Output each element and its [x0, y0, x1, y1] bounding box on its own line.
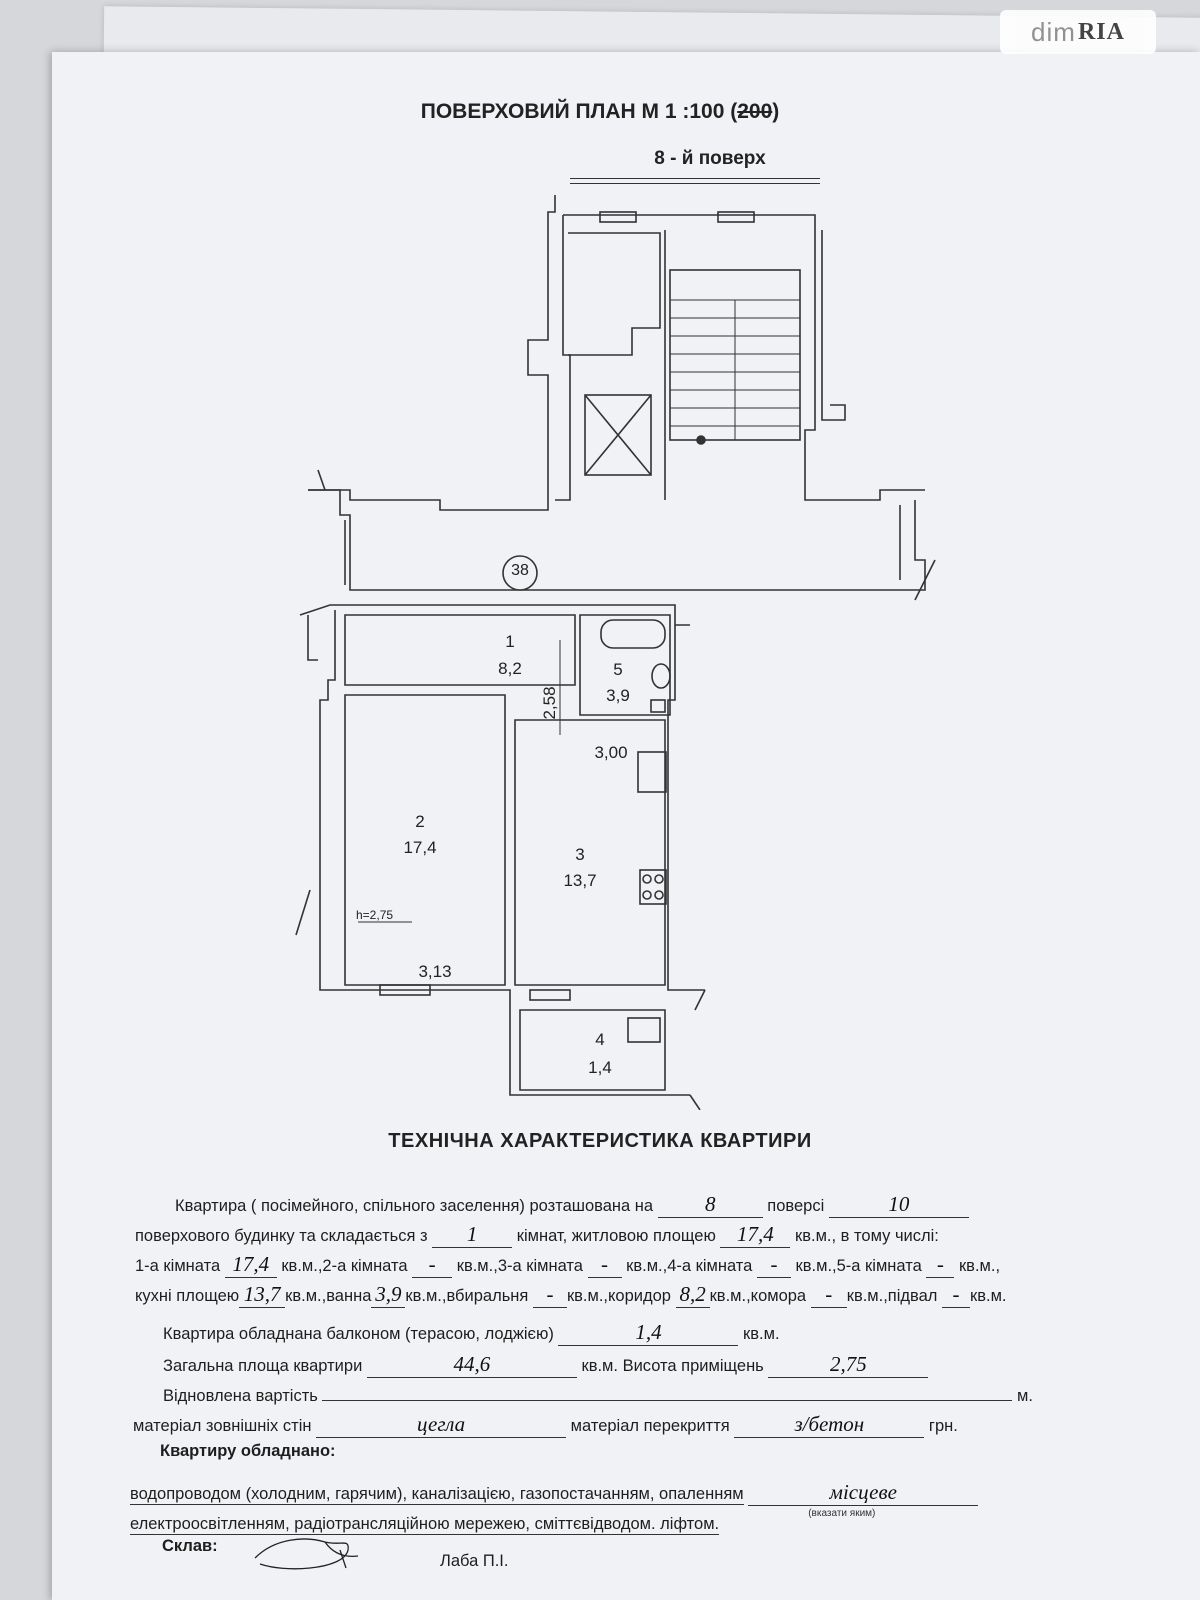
ceiling-height-value: 2,75: [768, 1352, 929, 1378]
room-1-area: 8,2: [498, 659, 522, 678]
wall-core-inner: [555, 215, 571, 501]
wall-core-top-right: [563, 214, 925, 501]
balcony-fixture: [627, 1017, 661, 1043]
signature: [254, 1538, 359, 1570]
window-core-1: [599, 211, 637, 223]
room-1-number: 1: [505, 632, 515, 651]
elevator-x2: [584, 394, 652, 476]
watermark-dim: dim: [1031, 16, 1076, 47]
window-core-2: [717, 211, 755, 223]
room-2-number: 2: [415, 812, 425, 831]
characteristics-title: ТЕХНІЧНА ХАРАКТЕРИСТИКА КВАРТИРИ: [388, 1130, 812, 1152]
room1-area-value: 17,4: [224, 1252, 277, 1278]
window-room-3: [529, 989, 571, 1001]
room-3-outline: [514, 719, 666, 986]
wall-cut-e: [694, 989, 706, 1011]
window-room-2: [379, 984, 431, 996]
section-marker-label: 38: [511, 562, 529, 579]
room-5-number: 5: [613, 660, 623, 679]
title-main: ПОВЕРХОВИЙ ПЛАН М 1 :100 (: [420, 100, 738, 123]
wall-apt-left-outer: [307, 615, 318, 661]
room-3-area: 13,7: [563, 871, 597, 890]
room-2-area: 17,4: [403, 838, 437, 857]
line-rooms: поверхового будинку та складається з 1 к…: [135, 1222, 939, 1248]
room-4-outline: [519, 1009, 666, 1091]
room-1-outline: [344, 614, 576, 686]
wall-cut-se: [689, 1094, 701, 1110]
washbasin: [651, 663, 671, 689]
corridor-area-value: 8,2: [675, 1282, 710, 1308]
bath-area-value: 3,9: [371, 1282, 406, 1308]
title-end: ): [772, 100, 780, 123]
rooms-count-value: 1: [432, 1222, 513, 1248]
stair-marker: [696, 435, 706, 445]
document-sheet: [52, 52, 1200, 1600]
author-name: Лаба П.І.: [440, 1552, 509, 1570]
compiled-by-label: Склав:: [162, 1537, 218, 1555]
line-total: Загальна площа квартири 44,6 кв.м. Висот…: [163, 1352, 929, 1378]
wall-apt-left-bottom: [319, 610, 690, 1096]
total-area-value: 44,6: [366, 1352, 577, 1378]
title-struck-scale: 200: [737, 100, 773, 123]
section-marker-circle: [502, 555, 538, 591]
walls-material-value: цегла: [316, 1412, 567, 1438]
heating-type-value: місцеве: [829, 1480, 897, 1504]
storeys-value: 10: [828, 1192, 969, 1218]
line-balcony: Квартира обладнана балконом (терасою, ло…: [163, 1320, 780, 1346]
wall-corridor-bottom: [308, 489, 926, 591]
site-watermark: dim RIA: [1000, 10, 1156, 54]
restored-value-blank: [322, 1382, 1013, 1401]
room-4-area: 1,4: [588, 1058, 612, 1077]
line-utilities: водопроводом (холодним, гарячим), каналі…: [130, 1480, 979, 1519]
room-height-label: h=2,75: [356, 908, 394, 922]
floor-label: 8 - й поверх: [654, 148, 766, 169]
dim-300: 3,00: [594, 743, 628, 762]
plan-title: ПОВЕРХОВИЙ ПЛАН М 1 :100 (200): [0, 100, 1200, 124]
living-area-value: 17,4: [720, 1222, 791, 1248]
wall-cut-left: [317, 469, 326, 491]
room-5-area: 3,9: [606, 686, 630, 705]
dim-258: 2,58: [540, 686, 559, 720]
wall-core-left: [308, 195, 556, 511]
ceiling-material-value: з/бетон: [734, 1412, 925, 1438]
watermark-ria-logo: RIA: [1077, 18, 1125, 45]
wall-apt-top: [299, 604, 690, 626]
balcony-area-value: 1,4: [558, 1320, 739, 1346]
room-3-number: 3: [575, 845, 585, 864]
elevator-shaft: [584, 394, 652, 476]
kitchen-area-value: 13,7: [239, 1282, 286, 1308]
line-materials: матеріал зовнішніх стін цегла матеріал п…: [133, 1412, 958, 1438]
wall-cut-right: [914, 559, 936, 601]
room-5-outline: [579, 614, 671, 716]
line-equipped-heading: Квартиру обладнано:: [160, 1442, 336, 1460]
kitchen-stove: [639, 869, 667, 905]
room-2-outline: [344, 694, 506, 986]
kitchen-sink: [637, 751, 667, 793]
wall-apt-right: [667, 625, 705, 991]
line-utilities-2: електроосвітленням, радіотрансляційною м…: [130, 1515, 720, 1535]
heating-note: (вказати яким): [808, 1508, 876, 1519]
line-location: Квартира ( посімейного, спільного заселе…: [175, 1192, 969, 1218]
wall-shaft-room: [568, 232, 661, 356]
room-4-number: 4: [595, 1030, 605, 1049]
line-room-areas: 1-а кімната 17,4 кв.м.,2-а кімната - кв.…: [135, 1252, 1001, 1278]
floor-plan: [295, 195, 936, 1110]
dim-313: 3,13: [418, 962, 452, 981]
floor-underline: [570, 178, 820, 184]
line-value: Відновлена вартість м.: [163, 1382, 1033, 1406]
bathtub: [600, 619, 666, 649]
toilet: [650, 699, 666, 713]
floor-value: 8: [657, 1192, 763, 1218]
wall-cut-sw: [295, 889, 311, 936]
wall-core-right: [821, 230, 846, 421]
